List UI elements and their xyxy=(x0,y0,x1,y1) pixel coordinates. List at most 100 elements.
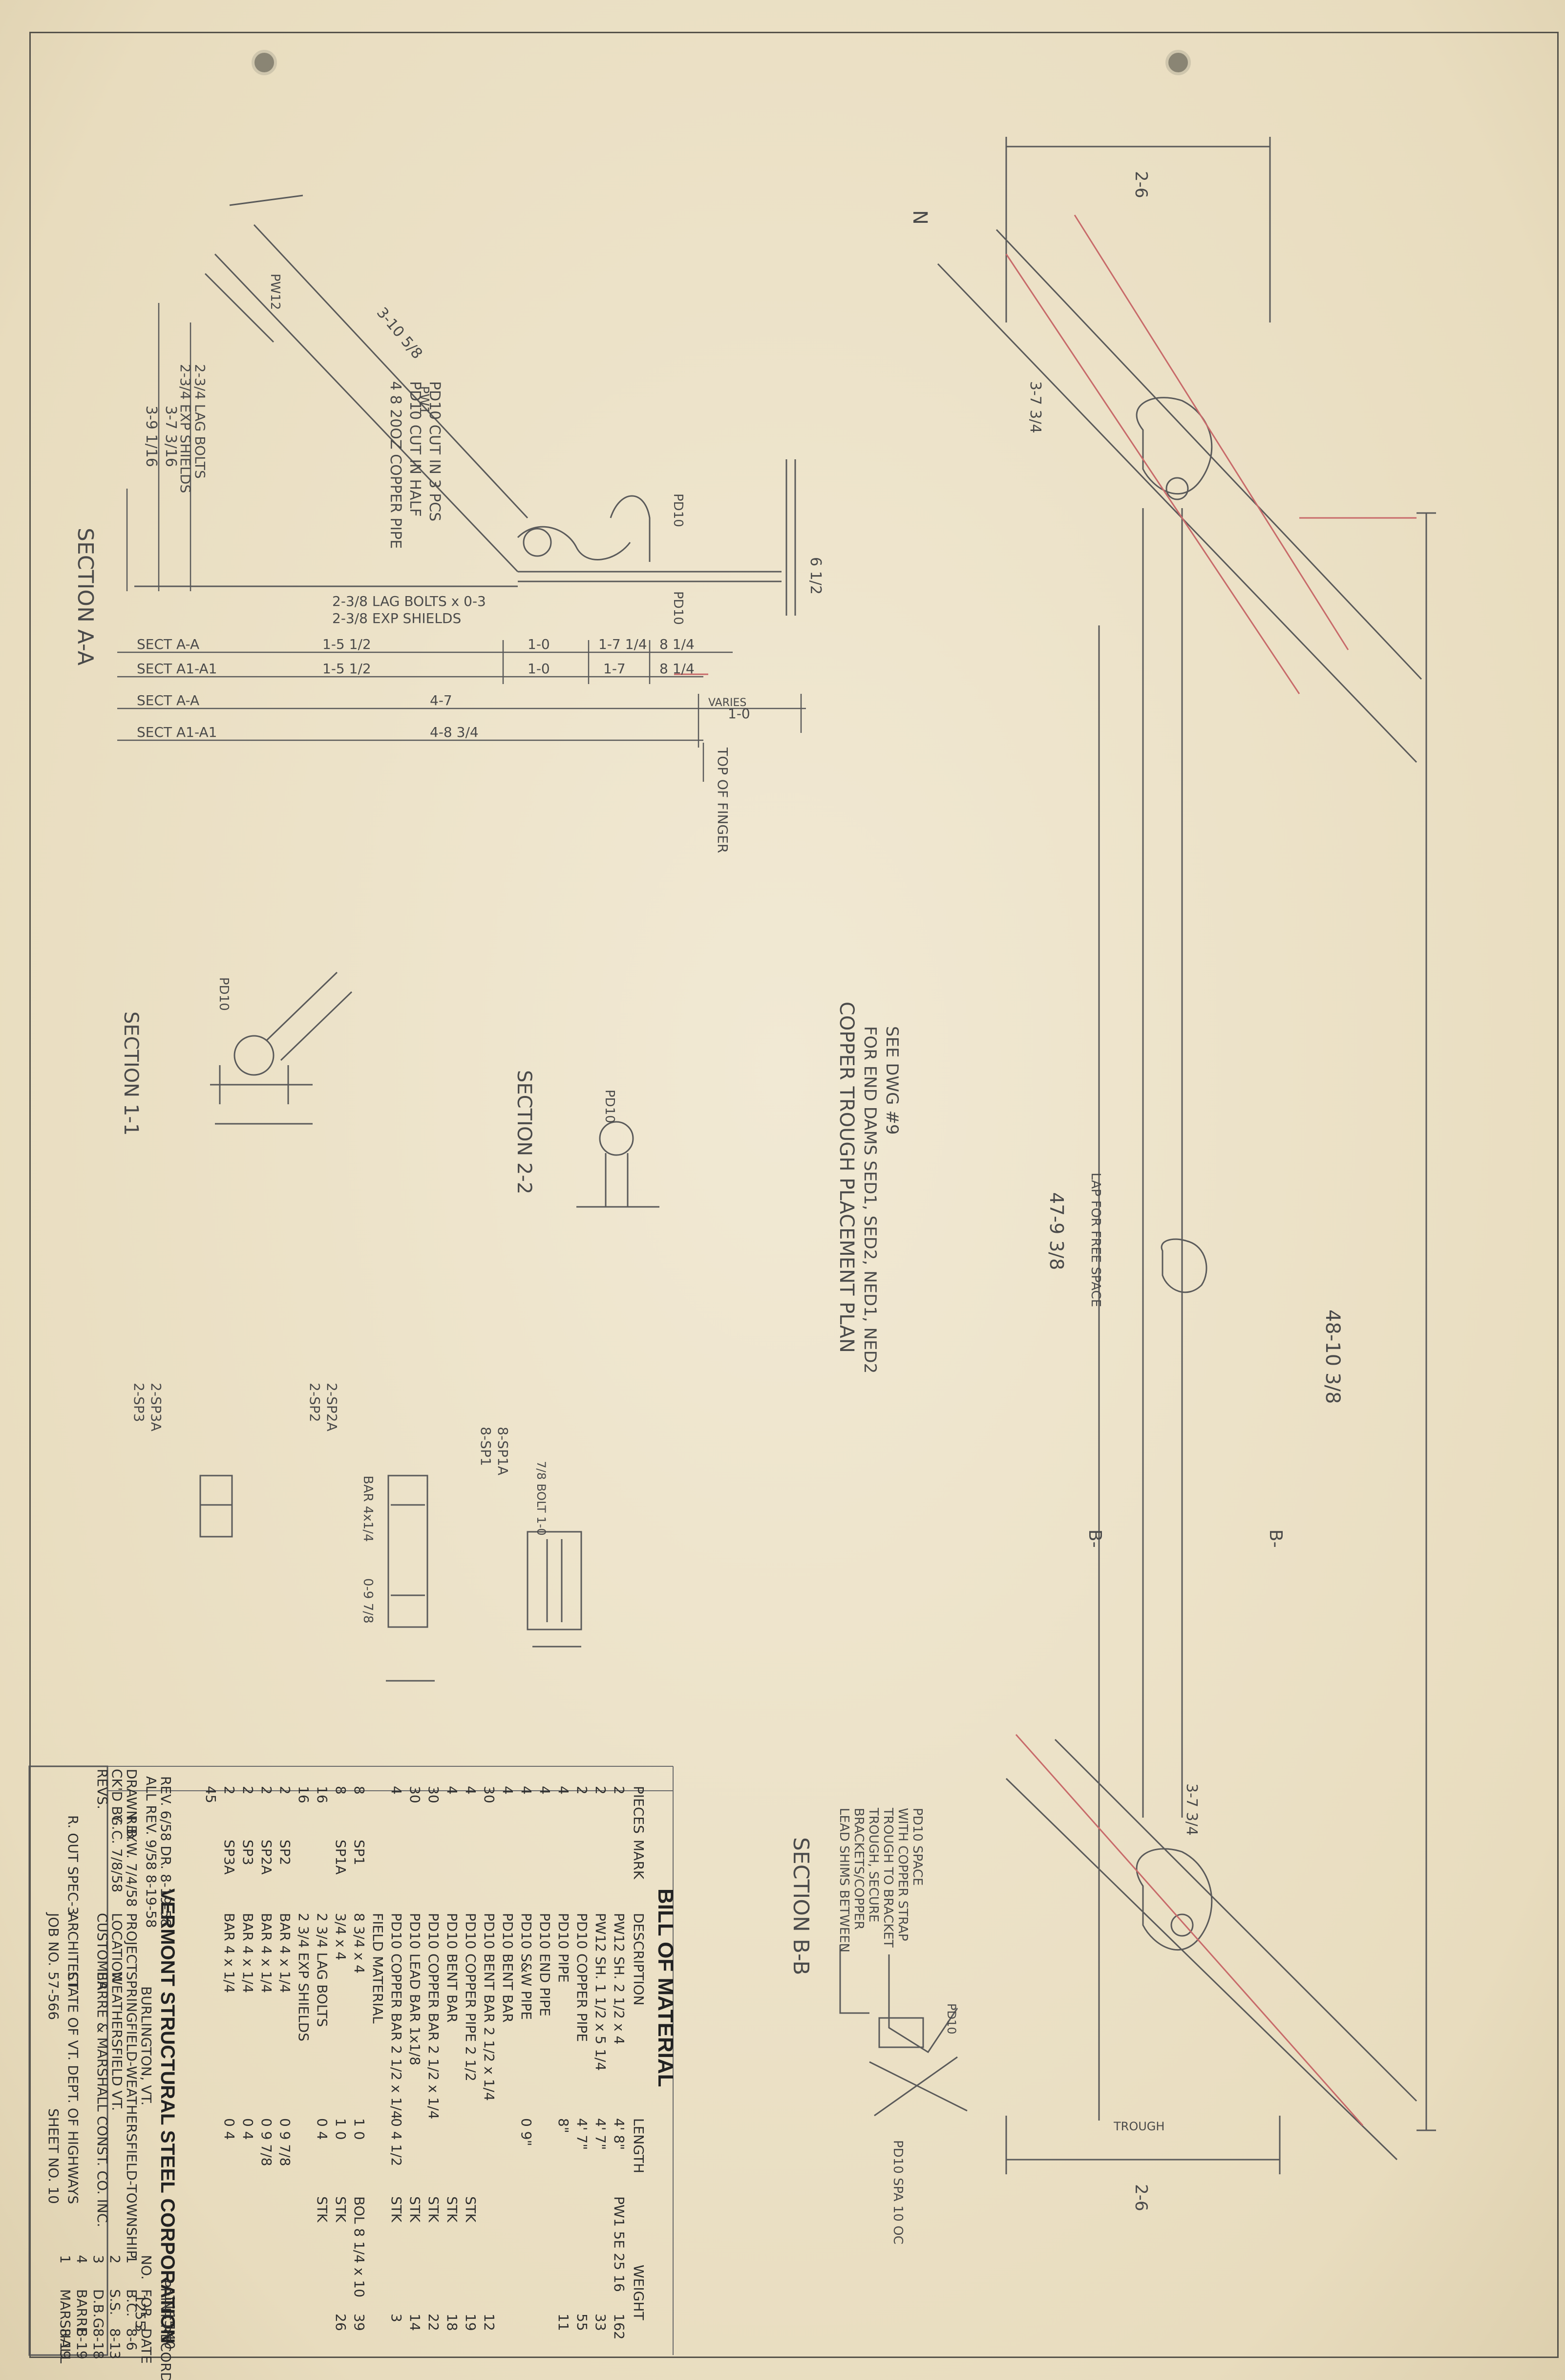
print-header-date: DATE xyxy=(138,2328,154,2364)
print-record-cell: 8-6 xyxy=(124,2328,140,2351)
bom-cell: 2 xyxy=(277,1786,293,1795)
bom-cell: 3/4 x 4 xyxy=(333,1913,349,1960)
sheet-ref: R. OUT SPEC-3 xyxy=(65,1815,81,1915)
dim-row-1-d1: 1-5 1/2 xyxy=(322,636,371,652)
company-name: VERMONT STRUCTURAL STEEL CORPORATION xyxy=(157,1888,178,2343)
architect-label: ARCHITECT xyxy=(65,1913,81,1990)
job-label: JOB NO. xyxy=(45,1912,62,1966)
customer-label: CUSTOMER xyxy=(94,1913,110,1990)
bom-cell: SP1A xyxy=(333,1840,349,1875)
small-part-2-dim-2: 0-9 7/8 xyxy=(360,1578,375,1624)
trough-plan-drawing xyxy=(937,137,1436,2174)
print-record-cell: 8-19 xyxy=(57,2328,73,2359)
bom-cell: 18 xyxy=(444,2314,460,2331)
print-record-cell: D.B.G. xyxy=(90,2289,106,2333)
bom-cell: 2 xyxy=(611,1786,627,1795)
bom-cell: 16 xyxy=(314,1786,330,1803)
dim-row-2-d4: 8 1/4 xyxy=(659,661,695,677)
bb-note-3: TROUGH, SECURE xyxy=(866,1807,881,1922)
bom-cell: 30 xyxy=(425,1786,442,1803)
dim-row-2-d1: 1-5 1/2 xyxy=(322,661,371,677)
bom-title: BILL OF MATERIAL xyxy=(654,1888,677,2087)
pipe-note-2: PD10 CUT IN HALF xyxy=(406,381,423,517)
dim-row-4-label: SECT A1-A1 xyxy=(137,724,217,740)
section-11-title: SECTION 1-1 xyxy=(120,1011,142,1136)
bom-cell: 1 0 xyxy=(351,2118,367,2140)
print-record-cell: 8-19 xyxy=(74,2328,90,2359)
dim-row-3-d1: 4-7 xyxy=(430,692,452,708)
plan-title-line-3: SEE DWG #9 xyxy=(882,1026,902,1135)
print-record-label: PRINT RECORD xyxy=(158,2279,174,2380)
bom-cell: STK xyxy=(388,2196,404,2223)
bom-cell: BAR 4 x 1/4 xyxy=(258,1913,275,1993)
north-mark: N xyxy=(909,210,931,225)
print-header-for: FOR xyxy=(138,2289,154,2317)
bom-cell: 162 xyxy=(611,2314,627,2339)
print-record-rows: 1B.C.8-62S.S.8-133D.B.G.8-184BARRE8-191M… xyxy=(57,2255,140,2363)
company-city: BURLINGTON, VT. xyxy=(138,1986,154,2105)
part-mark-pd10-a: PD10 xyxy=(671,493,685,527)
bb-note-1: LEAD SHIMS BETWEEN xyxy=(837,1808,851,1952)
part-mark-pd10-b: PD10 xyxy=(671,591,685,625)
plan-bottom-dimension: 2-6 xyxy=(1131,2184,1151,2211)
plan-title-line-2: FOR END DAMS SED1, SED2, NED1, NED2 xyxy=(860,1026,880,1373)
bom-cell: 3 xyxy=(388,2314,404,2322)
print-record-cell: B.C. xyxy=(124,2289,140,2317)
rev-note-2: ALL REV. 9/58 8-19-58 xyxy=(143,1776,159,1928)
top-of-finger: TOP OF FINGER xyxy=(715,747,731,853)
lag-bolt-upper-1: 2-3/4 LAG BOLTS xyxy=(192,364,208,479)
section-11-drawing xyxy=(210,971,353,1125)
bb-mark-trough: TROUGH xyxy=(1113,2120,1164,2133)
location-value: WEATHERSFIELD VT. xyxy=(109,1972,125,2111)
bom-cell: 39 xyxy=(351,2314,367,2331)
bom-cell: 26 xyxy=(333,2314,349,2331)
bom-cell: PD10 COPPER BAR 2 1/2 x 1/4 xyxy=(425,1913,442,2119)
bom-cell: PD10 COPPER PIPE 2 1/2 xyxy=(463,1913,479,2081)
bom-cell: PD10 PIPE xyxy=(555,1913,571,1983)
bom-cell: 4 xyxy=(388,1786,404,1795)
bom-cell: 4' 8" xyxy=(611,2118,627,2150)
pipe-note-1: 4 8 20OZ COPPER PIPE xyxy=(387,381,404,549)
bb-mark-pd10: PD10 xyxy=(945,2003,958,2035)
print-record-cell: 1 xyxy=(124,2255,140,2264)
bom-cell: 0 9" xyxy=(518,2118,534,2146)
section-bb-drawing xyxy=(839,1945,968,2117)
section-aa-title: SECTION A-A xyxy=(73,528,98,665)
section-bb-title: SECTION B-B xyxy=(788,1837,813,1975)
bom-cell: 2 xyxy=(258,1786,275,1795)
bom-cell: 16 xyxy=(296,1786,312,1803)
bom-cell: 0 4 1/2 xyxy=(388,2118,404,2166)
small-part-1-mark-2: 2-SP3A xyxy=(148,1383,164,1432)
bom-cell: 11 xyxy=(555,2314,571,2331)
location-label: LOCATION xyxy=(109,1913,125,1982)
bom-cell: 4 xyxy=(444,1786,460,1795)
bom-cell: BAR 4 x 1/4 xyxy=(221,1913,237,1993)
small-part-2-mark-2: 2-SP2A xyxy=(324,1383,340,1432)
plan-overall-dimension: 48-10 3/8 xyxy=(1321,1309,1344,1404)
part-mark-pd10-c: PD10 xyxy=(216,977,231,1011)
drawn-by-label: DRAWN BY xyxy=(124,1769,140,1843)
small-part-3-mark-1: 8-SP1 xyxy=(478,1427,494,1466)
bom-total: 1255 xyxy=(132,2294,148,2329)
print-record-cell: 8-18 xyxy=(90,2328,106,2359)
dim-row-4-d1: 4-8 3/4 xyxy=(430,724,479,740)
bom-cell: 19 xyxy=(463,2314,479,2331)
bom-cell: PW12 SH. 2 1/2 x 4 xyxy=(611,1913,627,2044)
plan-title-line-1: COPPER TROUGH PLACEMENT PLAN xyxy=(835,1002,858,1353)
dim-3-7: 3-7 3/16 xyxy=(162,406,179,467)
bom-cell: STK xyxy=(463,2196,479,2223)
bom-cell: 30 xyxy=(407,1786,423,1803)
bom-cell: 4 xyxy=(518,1786,534,1795)
bom-cell: PD10 COPPER BAR 2 1/2 x 1/4 xyxy=(388,1913,404,2119)
bill-of-material: BILL OF MATERIAL PIECES MARK DESCRIPTION… xyxy=(132,1786,677,2349)
job-value: 57-566 xyxy=(45,1972,62,2020)
bom-cell: 2 xyxy=(240,1786,256,1795)
plan-inner-dimension: 47-9 3/8 xyxy=(1046,1192,1067,1270)
bb-note-6: PD10 SPACE xyxy=(910,1808,925,1886)
bom-cell: 30 xyxy=(481,1786,497,1803)
sheet-value: 10 xyxy=(45,2187,62,2204)
part-mark-pd10-d: PD10 xyxy=(602,1090,617,1123)
print-record-cell: 4 xyxy=(74,2255,90,2264)
